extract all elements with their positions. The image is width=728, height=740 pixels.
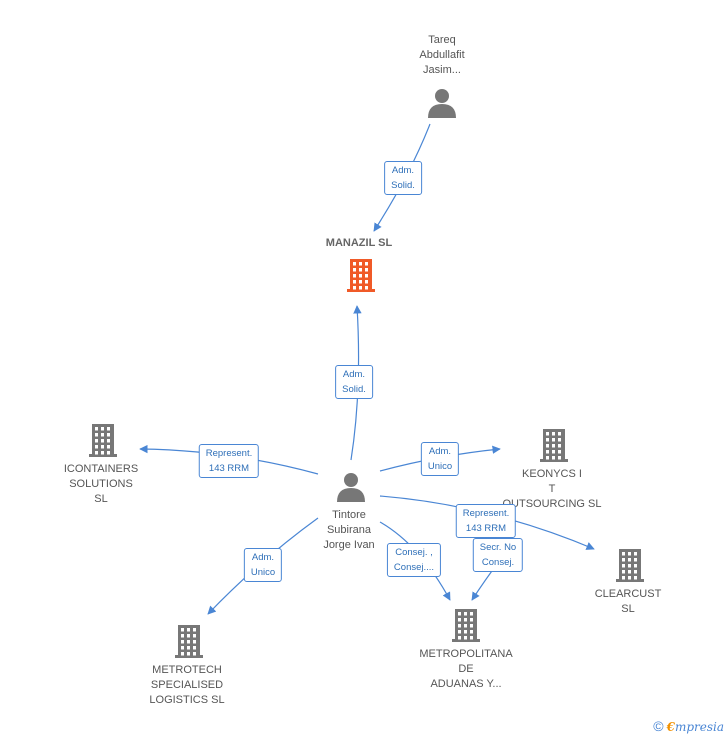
brand-name: mpresia [674,720,724,734]
node-label-tintore[interactable]: Tintore Subirana Jorge Ivan [323,509,375,551]
brand-logo: ©€mpresia [653,718,724,734]
node-label-metrotech[interactable]: METROTECH SPECIALISED LOGISTICS SL [149,664,225,706]
copyright-icon: © [653,718,664,734]
node-label-icontainers[interactable]: ICONTAINERS SOLUTIONS SL [63,463,139,505]
person-icon[interactable] [337,473,365,502]
edge-label-represent: Represent. 143 RRM [455,504,517,538]
node-label-clearcust[interactable]: CLEARCUST SL [594,588,662,615]
node-label-metropolitana[interactable]: METROPOLITANA DE ADUANAS Y... [419,648,513,690]
edge-label-secr: Secr. No Consej. [472,538,524,572]
node-label-manazil[interactable]: MANAZIL SL [325,237,393,249]
node-label-tareq[interactable]: Tareq Abdullafit Jasim... [419,34,465,76]
building-windows [95,262,637,656]
person-icon[interactable] [428,89,456,118]
edge-label-adm-solid: Adm. Solid. [335,365,373,399]
edge-label-adm-unico: Adm. Unico [243,548,283,582]
edge-label-represent: Represent. 143 RRM [198,444,260,478]
node-label-keonycs[interactable]: KEONYCS I T OUTSOURCING SL [502,468,602,510]
edge-label-adm-unico: Adm. Unico [420,442,460,476]
brand-e: € [666,720,675,734]
edge-label-adm-solid: Adm. Solid. [384,161,422,195]
edge-label-consej: Consej. , Consej.... [386,543,442,577]
